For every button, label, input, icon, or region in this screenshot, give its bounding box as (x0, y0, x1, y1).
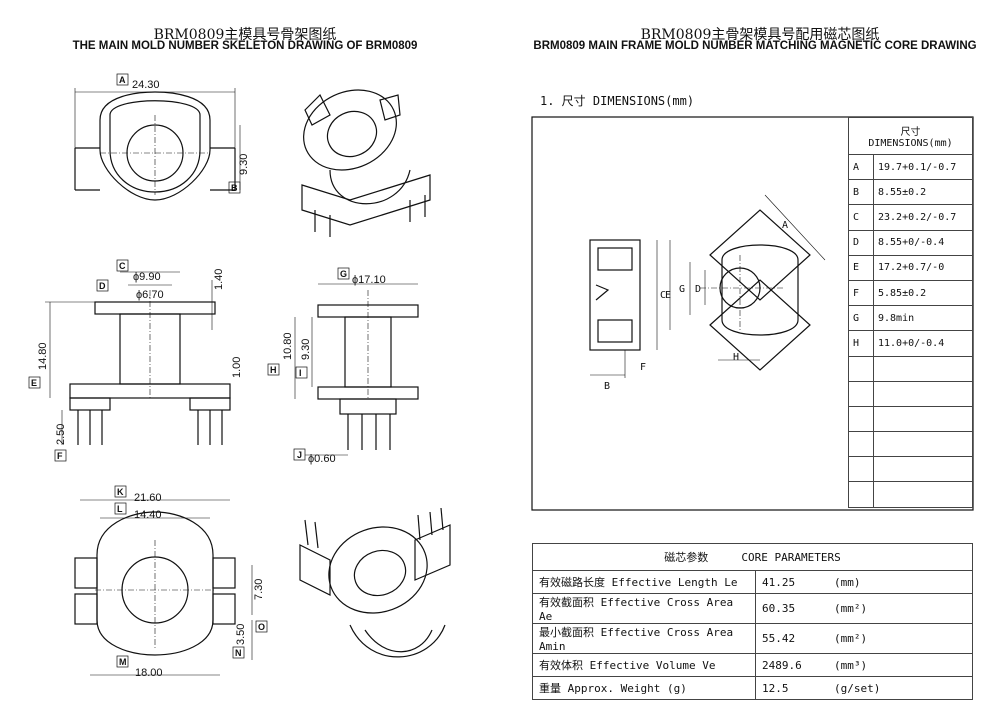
table-row (848, 405, 973, 433)
left-title-en: THE MAIN MOLD NUMBER SKELETON DRAWING OF… (72, 40, 418, 52)
core-parameters-table: 磁芯参数 CORE PARAMETERS 有效磁路长度 Effective Le… (532, 543, 973, 700)
core-side-view (589, 239, 658, 378)
bobbin-isometric-bottom (299, 507, 451, 658)
left-title-cn: BRM0809主模具号骨架图纸 (153, 27, 337, 43)
dim-J: ϕ0.60 (308, 453, 336, 465)
tag-N: N (235, 648, 242, 658)
tag-B: B (231, 183, 238, 193)
table-row: 重量 Approx. Weight (g)12.5(g/set) (532, 676, 973, 700)
table-row (848, 431, 973, 458)
dim-G: ϕ17.10 (352, 274, 386, 286)
dim-N: 3.50 (235, 624, 247, 645)
dim-C-outer: ϕ9.90 (133, 271, 161, 283)
dim-C-inner: ϕ6.70 (136, 289, 164, 301)
dim-table-header-cn: 尺寸 (900, 127, 921, 138)
bobbin-side-view (294, 283, 419, 450)
core-label-E: E (665, 290, 671, 301)
table-row (848, 380, 973, 407)
dim-A: 24.30 (132, 79, 160, 91)
table-row (848, 355, 973, 382)
tag-L: L (117, 504, 123, 514)
dim-table-header: 尺寸 DIMENSIONS(mm) (848, 117, 973, 155)
dim-top-h: 1.40 (213, 269, 225, 290)
bobbin-front-view (45, 271, 231, 445)
dim-B: 9.30 (238, 154, 250, 175)
params-header: 磁芯参数 CORE PARAMETERS (532, 543, 973, 571)
table-row (848, 456, 973, 483)
dim-F-h: 2.50 (55, 424, 67, 445)
core-label-C: C (660, 290, 666, 301)
params-header-cn: 磁芯参数 (664, 551, 709, 564)
bobbin-top-view (74, 88, 236, 201)
tag-O: O (258, 622, 265, 632)
tag-A: A (119, 75, 126, 85)
table-row (848, 481, 973, 508)
core-top-view (669, 194, 826, 371)
dim-I: 9.30 (300, 339, 312, 360)
dim-H: 10.80 (282, 332, 294, 360)
dim-O: 7.30 (253, 579, 265, 600)
tag-E: E (31, 378, 37, 388)
params-header-en: CORE PARAMETERS (741, 551, 841, 564)
core-label-B: B (604, 381, 610, 392)
core-label-D: D (695, 284, 701, 295)
tag-J: J (297, 450, 302, 460)
bobbin-isometric-top (301, 89, 431, 237)
core-label-A: A (782, 220, 788, 231)
tag-G: G (340, 269, 347, 279)
tag-K: K (117, 487, 124, 497)
tag-I: I (299, 368, 302, 378)
dim-M: 18.00 (135, 667, 163, 679)
dim-K: 21.60 (134, 492, 162, 504)
dim-flange: 1.00 (231, 357, 243, 378)
bobbin-bottom-view (74, 499, 253, 676)
tag-H: H (270, 365, 277, 375)
dim-L: 14.40 (134, 509, 162, 521)
right-title-cn: BRM0809主骨架模具号配用磁芯图纸 (640, 27, 880, 43)
core-drawing-frame (531, 116, 974, 511)
core-label-H: H (733, 352, 739, 363)
section-label: 1. 尺寸 DIMENSIONS(mm) (540, 94, 694, 108)
tag-D: D (99, 281, 106, 291)
right-title-en: BRM0809 MAIN FRAME MOLD NUMBER MATCHING … (533, 40, 977, 52)
dim-E-h: 14.80 (37, 342, 49, 370)
core-label-G: G (679, 284, 685, 295)
tag-C: C (119, 261, 126, 271)
tag-F: F (57, 451, 63, 461)
core-label-F: F (640, 362, 646, 373)
tag-M: M (119, 657, 127, 667)
dim-table-header-en: DIMENSIONS(mm) (868, 138, 953, 149)
